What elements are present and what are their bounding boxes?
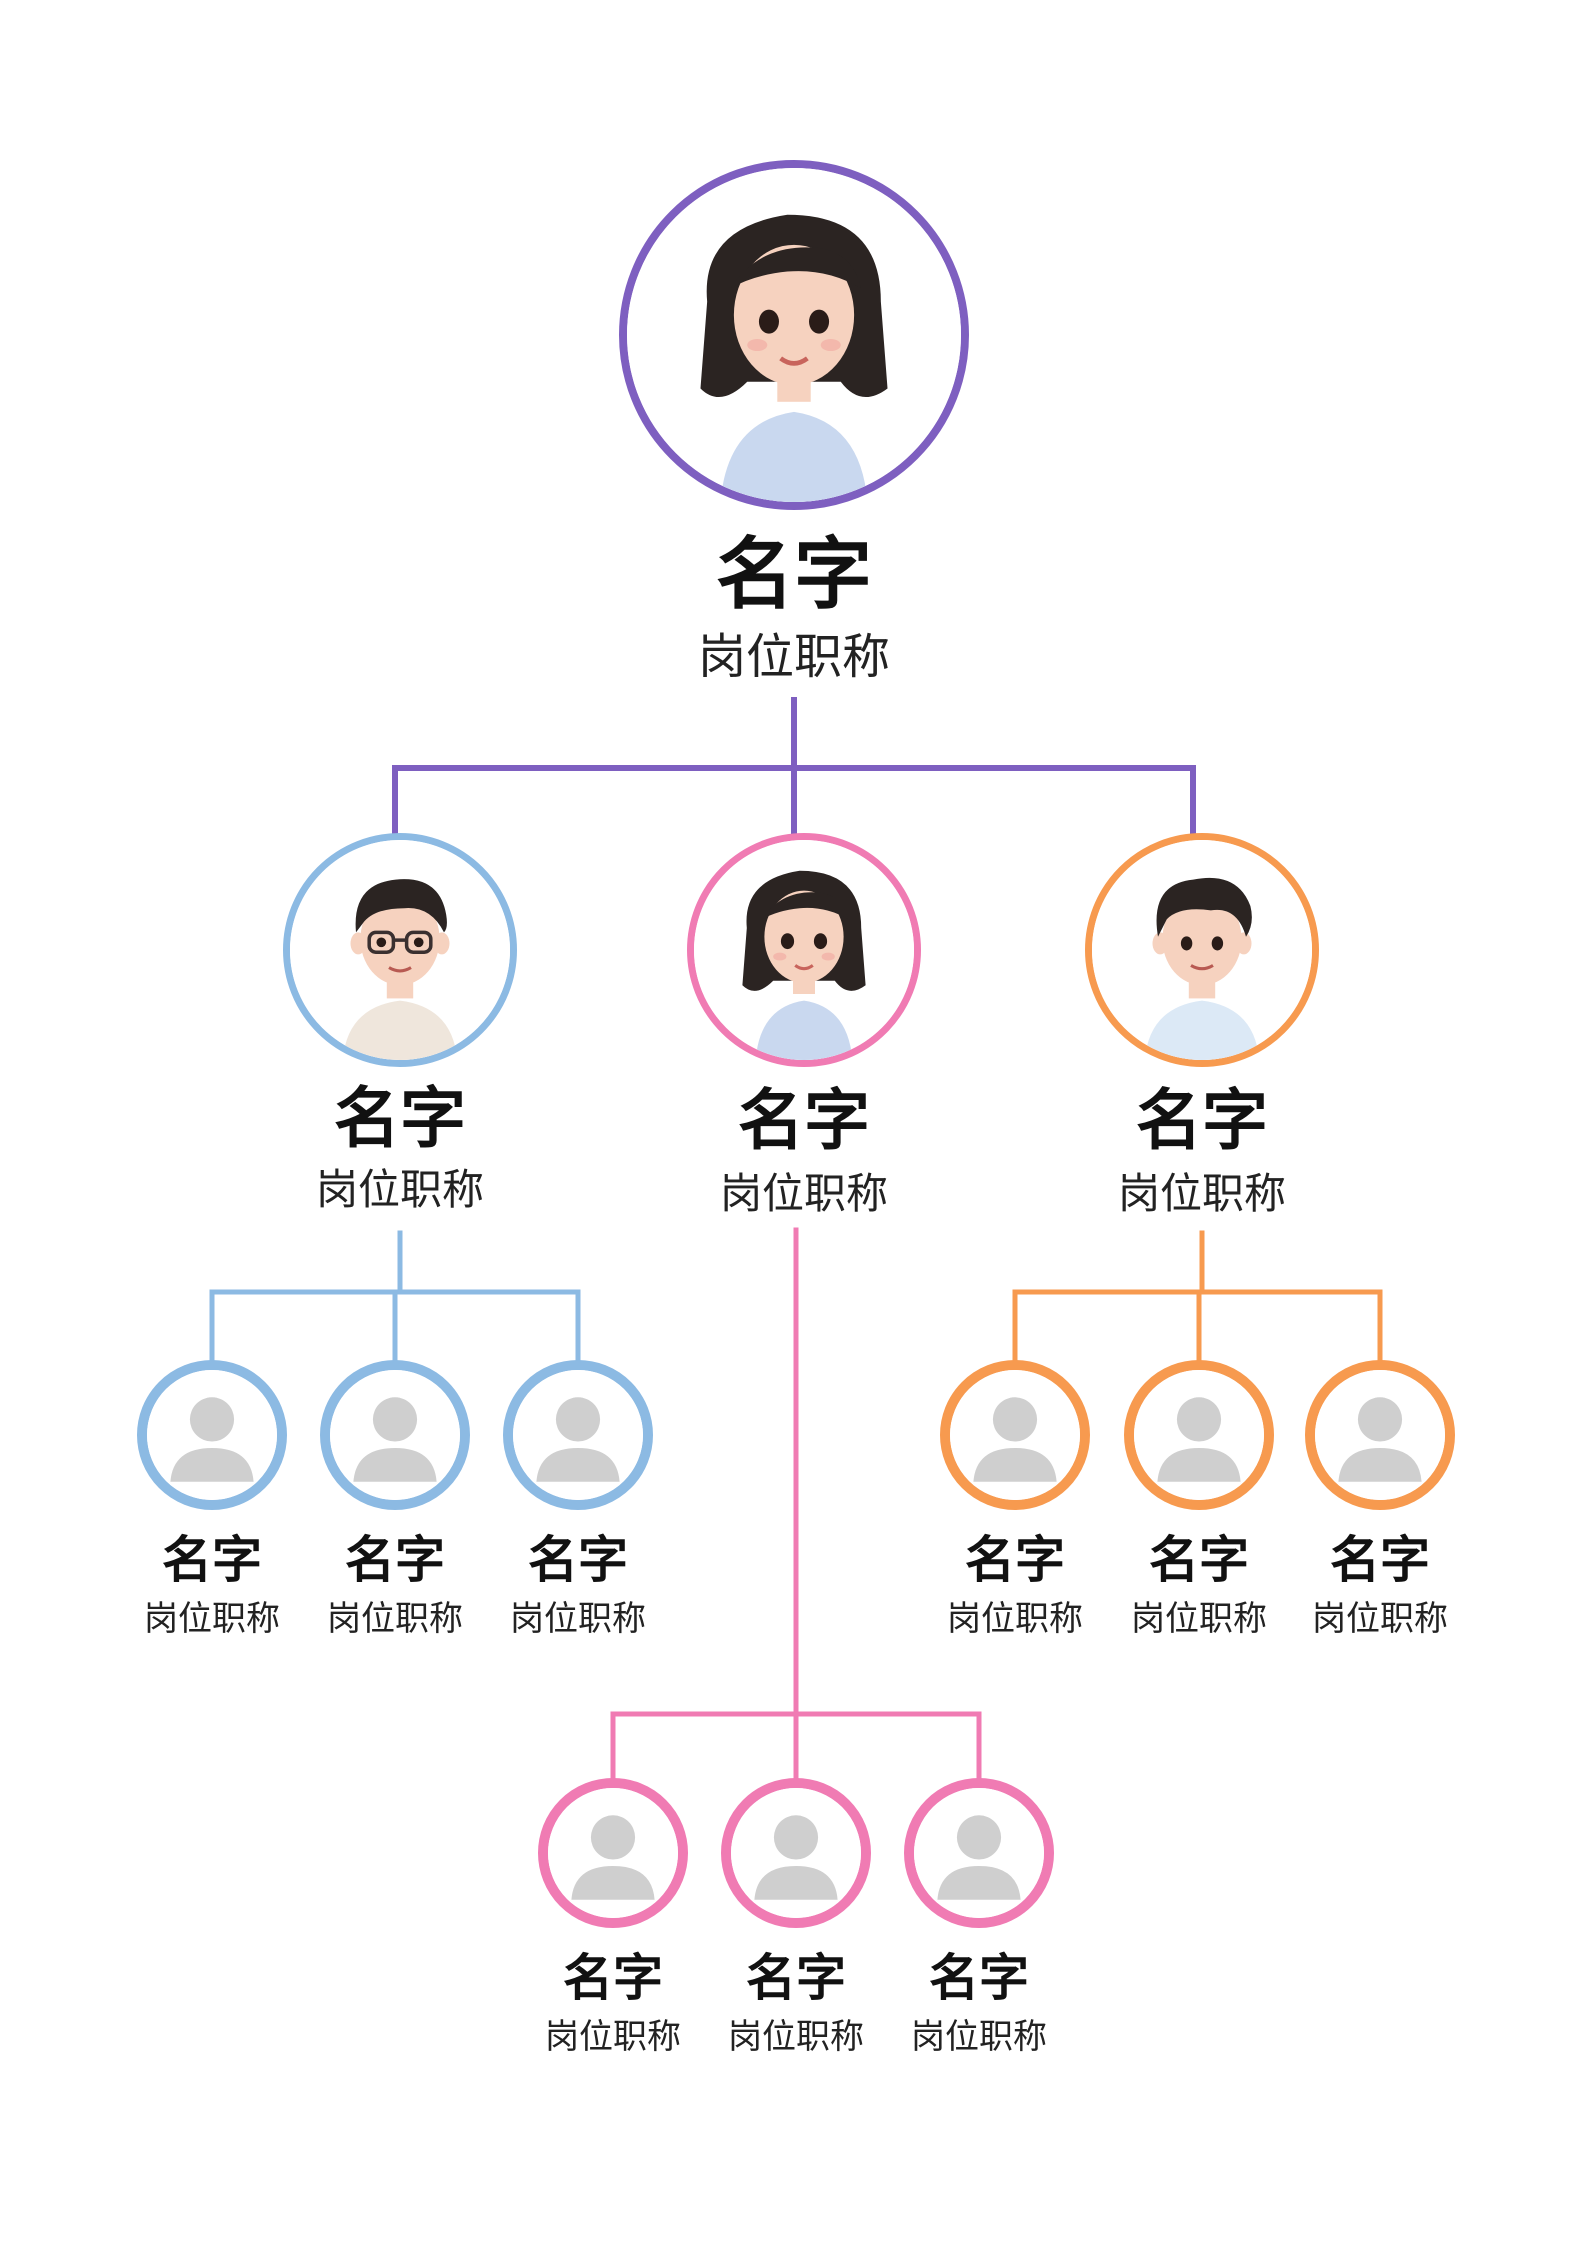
report-avatar bbox=[320, 1360, 470, 1510]
manager-avatar bbox=[1085, 833, 1319, 1067]
report-avatar bbox=[538, 1778, 688, 1928]
manager-node[interactable]: 名字 岗位职称 bbox=[250, 833, 550, 1233]
report-node[interactable]: 名字 岗位职称 bbox=[716, 1778, 876, 2068]
person-placeholder-icon bbox=[950, 1370, 1080, 1500]
girl-avatar-icon bbox=[694, 840, 914, 1060]
report-title: 岗位职称 bbox=[144, 1599, 280, 1639]
person-placeholder-icon bbox=[330, 1370, 460, 1500]
report-name: 名字 bbox=[563, 1949, 663, 2007]
report-name: 名字 bbox=[1330, 1531, 1430, 1589]
report-avatar bbox=[1305, 1360, 1455, 1510]
report-name: 名字 bbox=[528, 1531, 628, 1589]
person-placeholder-icon bbox=[731, 1788, 861, 1918]
report-title: 岗位职称 bbox=[1131, 1599, 1267, 1639]
report-avatar bbox=[1124, 1360, 1274, 1510]
report-node[interactable]: 名字 岗位职称 bbox=[315, 1360, 475, 1650]
root-name: 名字 bbox=[715, 530, 872, 620]
report-avatar bbox=[940, 1360, 1090, 1510]
report-name: 名字 bbox=[1149, 1531, 1249, 1589]
report-node[interactable]: 名字 岗位职称 bbox=[498, 1360, 658, 1650]
report-title: 岗位职称 bbox=[1312, 1599, 1448, 1639]
root-node[interactable]: 名字 岗位职称 bbox=[599, 160, 989, 700]
report-node[interactable]: 名字 岗位职称 bbox=[1300, 1360, 1460, 1650]
report-title: 岗位职称 bbox=[545, 2017, 681, 2057]
manager-title: 岗位职称 bbox=[315, 1165, 484, 1214]
report-avatar bbox=[904, 1778, 1054, 1928]
report-node[interactable]: 名字 岗位职称 bbox=[1119, 1360, 1279, 1650]
person-placeholder-icon bbox=[147, 1370, 277, 1500]
report-title: 岗位职称 bbox=[947, 1599, 1083, 1639]
manager-title: 岗位职称 bbox=[1117, 1169, 1286, 1218]
report-node[interactable]: 名字 岗位职称 bbox=[533, 1778, 693, 2068]
report-avatar bbox=[137, 1360, 287, 1510]
report-title: 岗位职称 bbox=[327, 1599, 463, 1639]
report-avatar bbox=[503, 1360, 653, 1510]
person-placeholder-icon bbox=[548, 1788, 678, 1918]
root-title: 岗位职称 bbox=[697, 629, 890, 685]
person-placeholder-icon bbox=[1134, 1370, 1264, 1500]
manager-node[interactable]: 名字 岗位职称 bbox=[654, 833, 954, 1233]
boy-glasses-avatar-icon bbox=[290, 840, 510, 1060]
report-name: 名字 bbox=[162, 1531, 262, 1589]
report-name: 名字 bbox=[965, 1531, 1065, 1589]
boy-avatar-icon bbox=[1092, 840, 1312, 1060]
girl-avatar-icon bbox=[627, 168, 961, 502]
manager-title: 岗位职称 bbox=[719, 1169, 888, 1218]
person-placeholder-icon bbox=[1315, 1370, 1445, 1500]
manager-name: 名字 bbox=[738, 1082, 870, 1159]
report-title: 岗位职称 bbox=[728, 2017, 864, 2057]
manager-avatar bbox=[687, 833, 921, 1067]
manager-name: 名字 bbox=[1136, 1082, 1268, 1159]
report-avatar bbox=[721, 1778, 871, 1928]
report-name: 名字 bbox=[746, 1949, 846, 2007]
manager-node[interactable]: 名字 岗位职称 bbox=[1052, 833, 1352, 1233]
report-name: 名字 bbox=[345, 1531, 445, 1589]
root-avatar bbox=[619, 160, 969, 510]
manager-avatar bbox=[283, 833, 517, 1067]
manager-name: 名字 bbox=[334, 1080, 466, 1157]
report-title: 岗位职称 bbox=[510, 1599, 646, 1639]
report-node[interactable]: 名字 岗位职称 bbox=[132, 1360, 292, 1650]
person-placeholder-icon bbox=[513, 1370, 643, 1500]
report-title: 岗位职称 bbox=[911, 2017, 1047, 2057]
report-node[interactable]: 名字 岗位职称 bbox=[899, 1778, 1059, 2068]
person-placeholder-icon bbox=[914, 1788, 1044, 1918]
report-name: 名字 bbox=[929, 1949, 1029, 2007]
report-node[interactable]: 名字 岗位职称 bbox=[935, 1360, 1095, 1650]
